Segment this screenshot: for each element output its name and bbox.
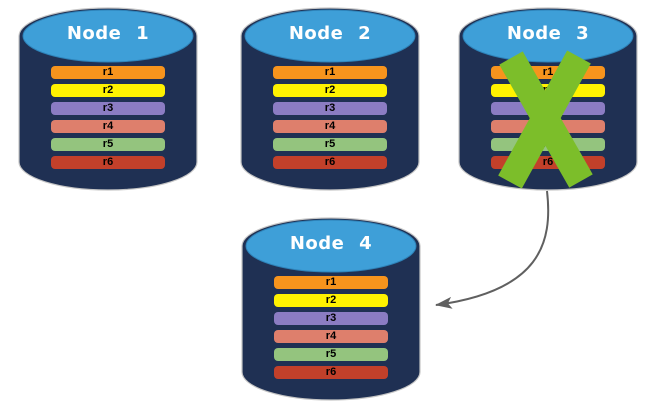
replica-row-r3: r3 (273, 102, 387, 115)
replica-row-r5: r5 (274, 348, 388, 361)
replica-row-r5: r5 (273, 138, 387, 151)
replica-row-r1: r1 (273, 66, 387, 79)
replica-row-r1: r1 (51, 66, 165, 79)
replica-row-r1: r1 (274, 276, 388, 289)
node-title: Node 1 (66, 23, 150, 44)
replica-row-r6: r6 (51, 156, 165, 169)
replica-rows: r1 r2 r3 r4 r5 r6 (274, 276, 388, 379)
replica-rows: r1 r2 r3 r4 r5 r6 (51, 66, 165, 169)
replica-row-r6: r6 (273, 156, 387, 169)
node-4: Node 4 r1 r2 r3 r4 r5 r6 (241, 216, 421, 402)
arrow-curve (435, 190, 550, 309)
replica-row-r3: r3 (274, 312, 388, 325)
replica-row-r2: r2 (51, 84, 165, 97)
node-title: Node 3 (506, 23, 590, 44)
replica-rows: r1 r2 r3 r4 r5 r6 (273, 66, 387, 169)
cylinder-top (245, 219, 417, 273)
replica-row-r2: r2 (273, 84, 387, 97)
node-title: Node 4 (289, 233, 373, 254)
failure-x-icon (498, 50, 593, 189)
node-title: Node 2 (288, 23, 372, 44)
node-1: Node 1 r1 r2 r3 r4 r5 r6 (18, 6, 198, 192)
replica-row-r4: r4 (51, 120, 165, 133)
replica-row-r5: r5 (51, 138, 165, 151)
cylinder-top (244, 9, 416, 63)
replica-row-r4: r4 (273, 120, 387, 133)
replica-row-r2: r2 (274, 294, 388, 307)
cylinder-top (462, 9, 634, 63)
cylinder-top (22, 9, 194, 63)
replica-row-r3: r3 (51, 102, 165, 115)
replica-row-r6: r6 (274, 366, 388, 379)
node-2: Node 2 r1 r2 r3 r4 r5 r6 (240, 6, 420, 192)
replica-row-r4: r4 (274, 330, 388, 343)
